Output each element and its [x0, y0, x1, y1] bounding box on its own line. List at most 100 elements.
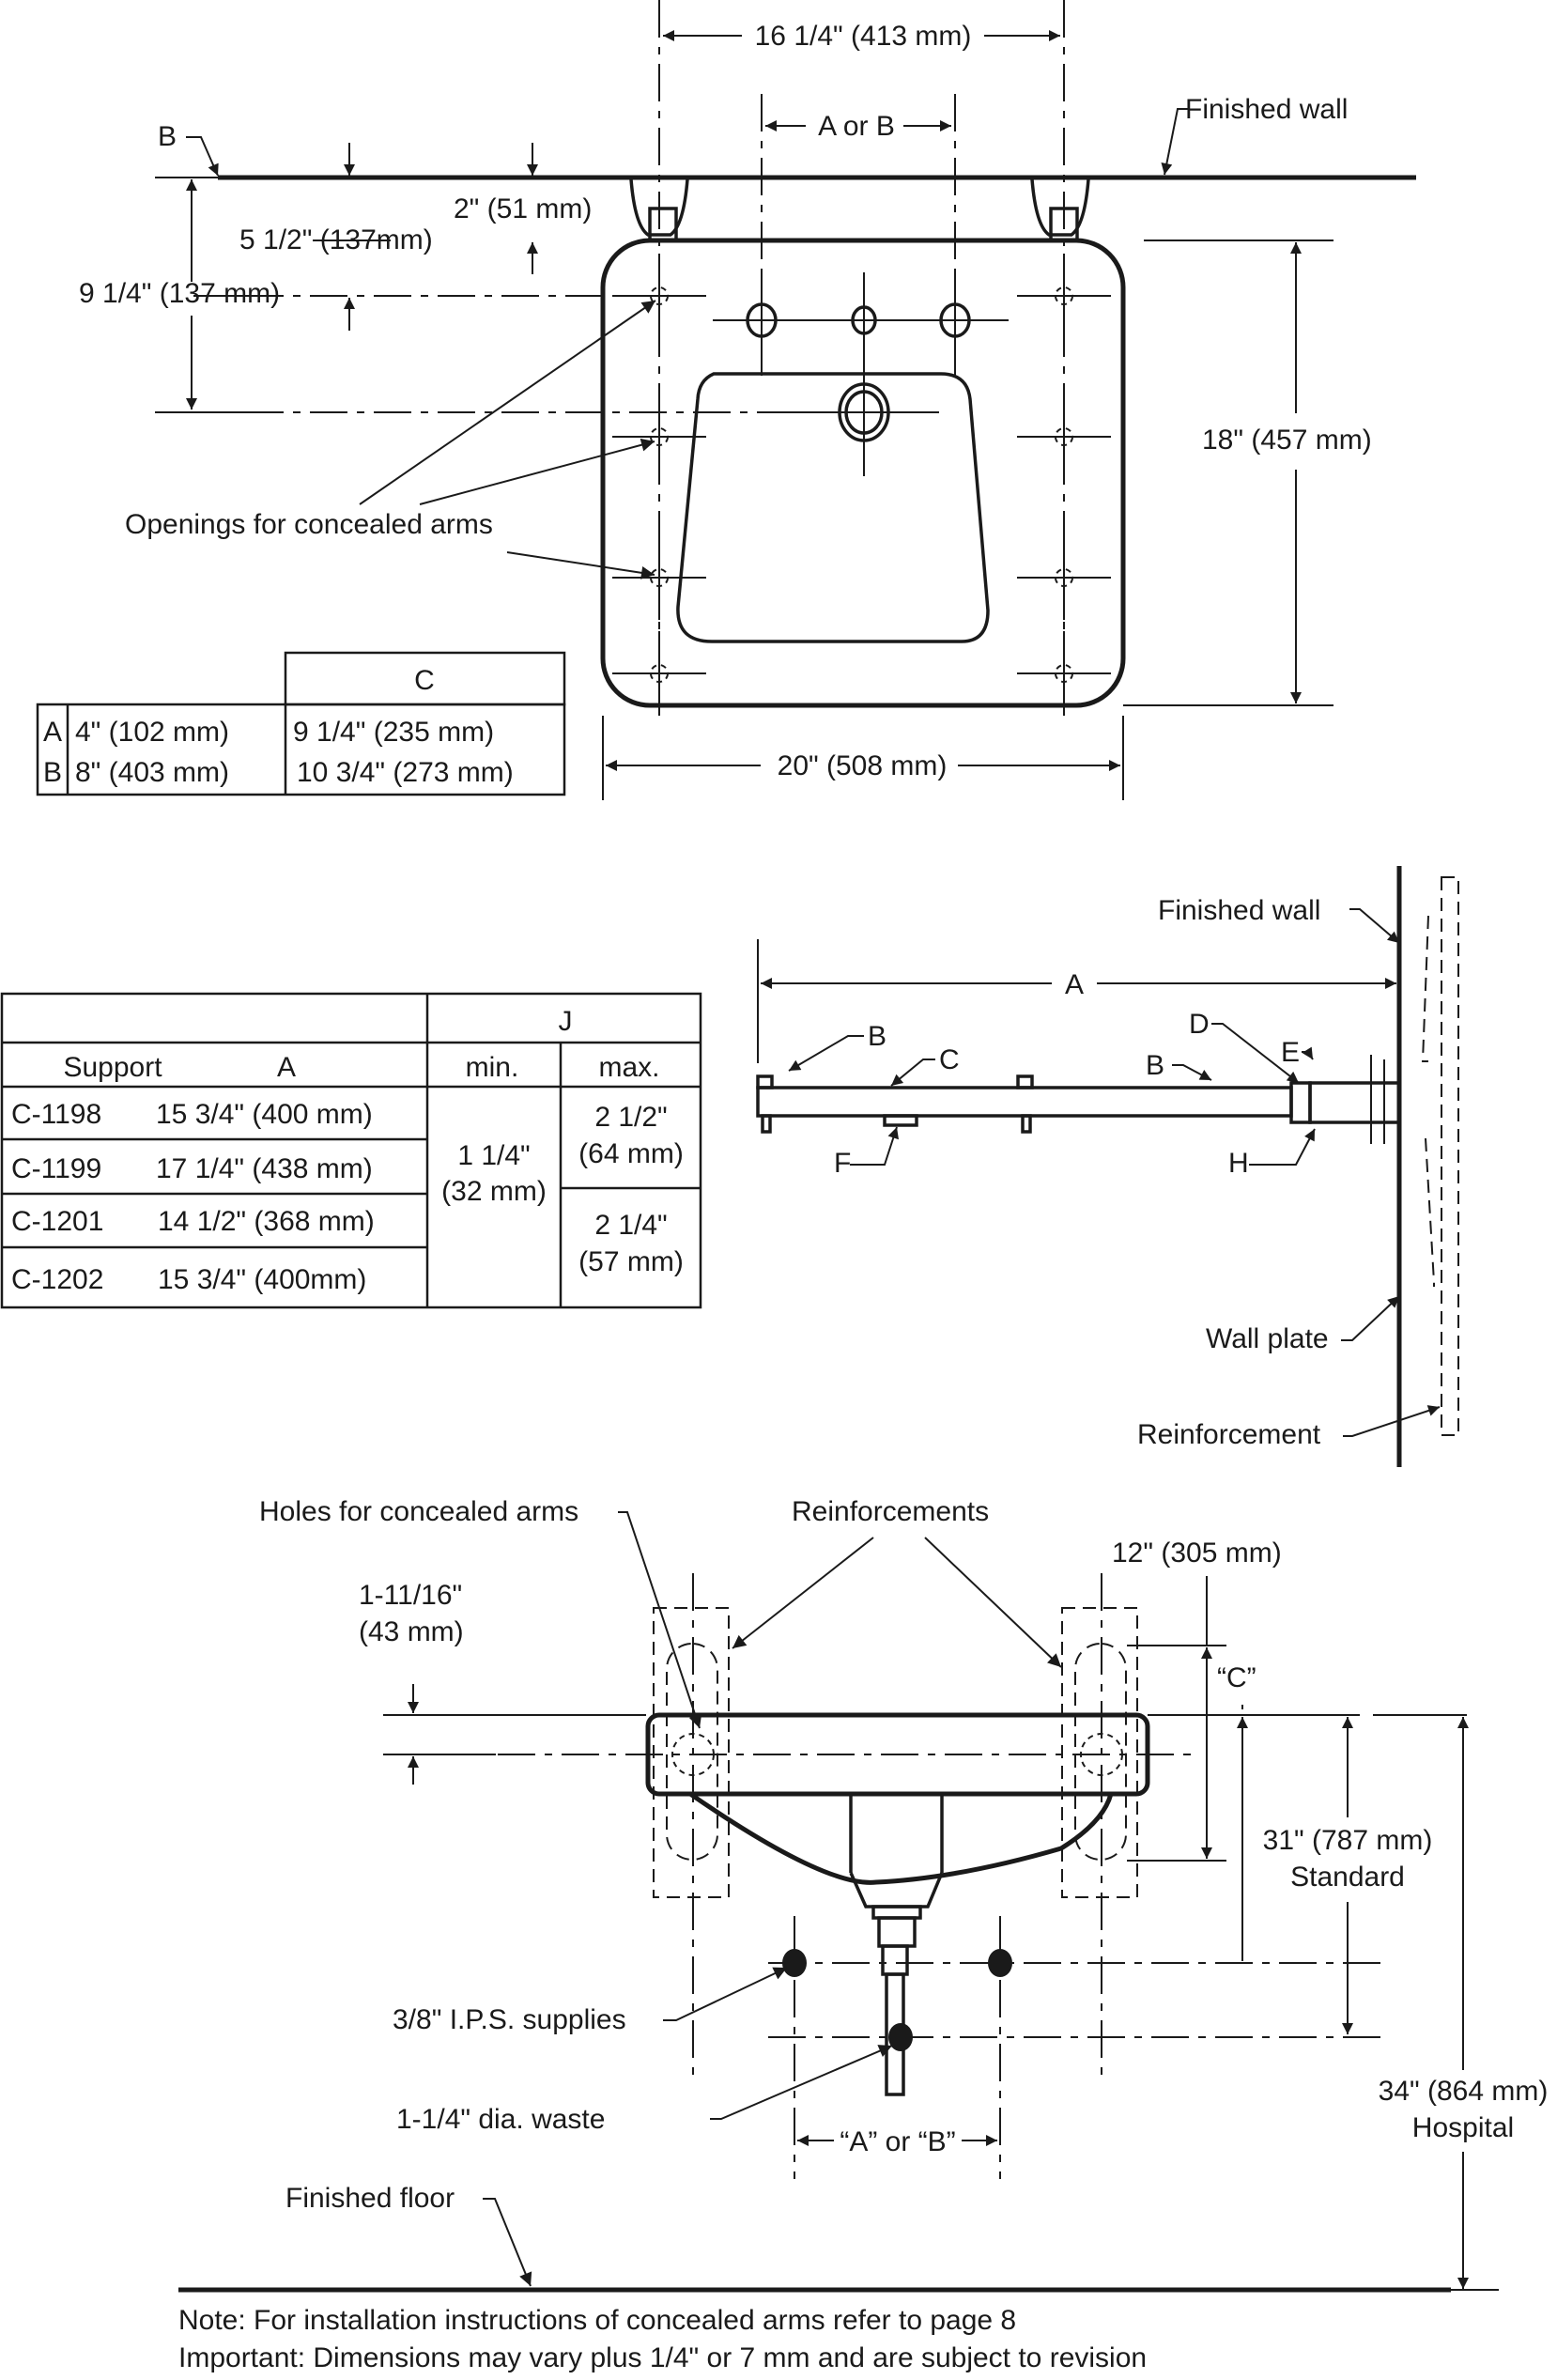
- c-table-row-a-c: 9 1/4" (235 mm): [293, 717, 494, 748]
- support-row-4-a: 15 3/4" (400mm): [158, 1264, 366, 1295]
- support-max2-line2: (57 mm): [578, 1246, 684, 1277]
- sink-outline: [600, 238, 1126, 708]
- support-max2-line1: 2 1/4": [594, 1210, 667, 1241]
- side-view: Finished wall A B C B D E F H Wall plate: [756, 866, 1459, 1467]
- leader-opening: [359, 300, 656, 505]
- support-table-j-header: J: [559, 1006, 573, 1037]
- label-b: B: [158, 121, 177, 152]
- arm-hole-left: [671, 1733, 715, 1776]
- label-e-side: E: [1281, 1037, 1300, 1068]
- leader-b2: [1172, 1064, 1212, 1081]
- support-max1-line2: (64 mm): [578, 1138, 684, 1169]
- arm-openings: [612, 254, 1111, 716]
- dim-2in: 2" (51 mm): [454, 193, 592, 224]
- c-table-row-a-key: A: [43, 717, 62, 748]
- arm-opening: [612, 535, 706, 620]
- label-c-side: C: [939, 1044, 960, 1075]
- label-a-side: A: [1065, 969, 1084, 1000]
- dim-12in: 12" (305 mm): [1112, 1538, 1282, 1569]
- reinforcement-left: [653, 1607, 730, 1898]
- arm-opening: [1017, 394, 1111, 479]
- leader-supplies: [663, 1967, 788, 2021]
- support-row-2-support: C-1199: [11, 1153, 101, 1184]
- support-max1-line1: 2 1/2": [594, 1102, 667, 1133]
- leader-d: [1211, 1023, 1300, 1084]
- waste-nut: [871, 1905, 922, 1920]
- leader-b: [186, 136, 219, 177]
- dim-16-1-4: 16 1/4" (413 mm): [755, 21, 972, 52]
- support-row-3-support: C-1201: [11, 1206, 103, 1237]
- label-b1-side: B: [868, 1021, 886, 1052]
- label-finished-floor: Finished floor: [285, 2183, 455, 2214]
- bracket-left: [629, 178, 689, 237]
- dim-20in: 20" (508 mm): [778, 750, 948, 781]
- label-finished-wall-top: Finished wall: [1185, 94, 1348, 125]
- support-row-2-a: 17 1/4" (438 mm): [156, 1153, 373, 1184]
- dim-31-line2: Standard: [1290, 1862, 1405, 1893]
- bracket-right: [1030, 178, 1090, 237]
- label-waste: 1-1/4" dia. waste: [396, 2104, 605, 2135]
- leader-reinforcement-left: [732, 1537, 874, 1649]
- leader-reinforcement-right: [924, 1537, 1062, 1668]
- leader-e: [1302, 1046, 1314, 1060]
- dim-c: “C”: [1217, 1662, 1256, 1693]
- leader-b1: [788, 1035, 864, 1072]
- waste-tail: [881, 1944, 909, 1976]
- dim-34-line1: 34" (864 mm): [1379, 2076, 1549, 2107]
- label-f-side: F: [834, 1148, 851, 1179]
- label-b2-side: B: [1146, 1050, 1164, 1081]
- dim-9-1-4: 9 1/4" (137 mm): [79, 278, 280, 309]
- leader-wall-plate: [1341, 1295, 1400, 1341]
- c-table-row-b-value: 8" (403 mm): [75, 757, 229, 788]
- support-row-3-a: 14 1/2" (368 mm): [158, 1206, 375, 1237]
- dim-1-11-16-line2: (43 mm): [359, 1616, 464, 1647]
- basin-outline: [676, 372, 990, 643]
- support-row-1-support: C-1198: [11, 1099, 101, 1130]
- label-reinforcement: Reinforcement: [1137, 1419, 1321, 1450]
- leader-finished-wall-side: [1349, 908, 1400, 944]
- support-table-header-max: max.: [598, 1052, 659, 1083]
- wall-plate-outline: [1421, 915, 1435, 1287]
- notes: Note: For installation instructions of c…: [178, 2305, 1147, 2373]
- arm-opening: [612, 631, 706, 716]
- label-reinforcements: Reinforcements: [792, 1496, 989, 1527]
- label-openings: Openings for concealed arms: [125, 509, 493, 540]
- support-table-header-a: A: [277, 1052, 296, 1083]
- reinforcement-outline: [1441, 876, 1459, 1436]
- label-d-side: D: [1189, 1009, 1210, 1040]
- label-supplies: 3/8" I.P.S. supplies: [393, 2004, 626, 2035]
- arm-opening: [612, 394, 706, 479]
- arm-hole-right: [1080, 1733, 1123, 1776]
- dim-a-or-b: A or B: [818, 111, 895, 142]
- leader-opening: [419, 438, 655, 505]
- label-holes: Holes for concealed arms: [259, 1496, 578, 1527]
- note-installation: Note: For installation instructions of c…: [178, 2305, 1016, 2336]
- leader-h: [1249, 1128, 1316, 1166]
- arm-pin-left: [761, 1114, 772, 1134]
- sink-bowl: [688, 1791, 1114, 1885]
- arm-opening: [1017, 535, 1111, 620]
- arm-pin-right: [1021, 1114, 1032, 1134]
- arm-stop-right: [1016, 1074, 1034, 1090]
- dim-1-11-16-line1: 1-11/16": [359, 1580, 462, 1611]
- leader-waste: [710, 2045, 893, 2120]
- c-table-row-a-value: 4" (102 mm): [75, 717, 229, 748]
- support-table: J Support A min. max. C-1198 15 3/4" (40…: [0, 992, 702, 1309]
- leader-f: [850, 1126, 899, 1166]
- leader-c: [890, 1059, 935, 1087]
- dim-18in: 18" (457 mm): [1202, 425, 1372, 456]
- support-table-header-min: min.: [466, 1052, 519, 1083]
- c-table-header: C: [414, 665, 435, 696]
- dim-34-line2: Hospital: [1412, 2112, 1514, 2143]
- label-finished-wall-side: Finished wall: [1158, 895, 1320, 926]
- arm-sleeve-d: [1289, 1081, 1312, 1124]
- arm-clip-f: [883, 1114, 918, 1127]
- reinforcement-right: [1061, 1607, 1138, 1898]
- dim-31-line1: 31" (787 mm): [1263, 1825, 1433, 1856]
- supply-dot-left: [782, 1949, 807, 1977]
- arm-opening: [1017, 631, 1111, 716]
- front-view: Holes for concealed arms Reinforcements …: [178, 1496, 1549, 2293]
- arm-wall-plate: [1308, 1081, 1401, 1124]
- arm-opening: [1017, 254, 1111, 338]
- arm-tube: [756, 1086, 1293, 1118]
